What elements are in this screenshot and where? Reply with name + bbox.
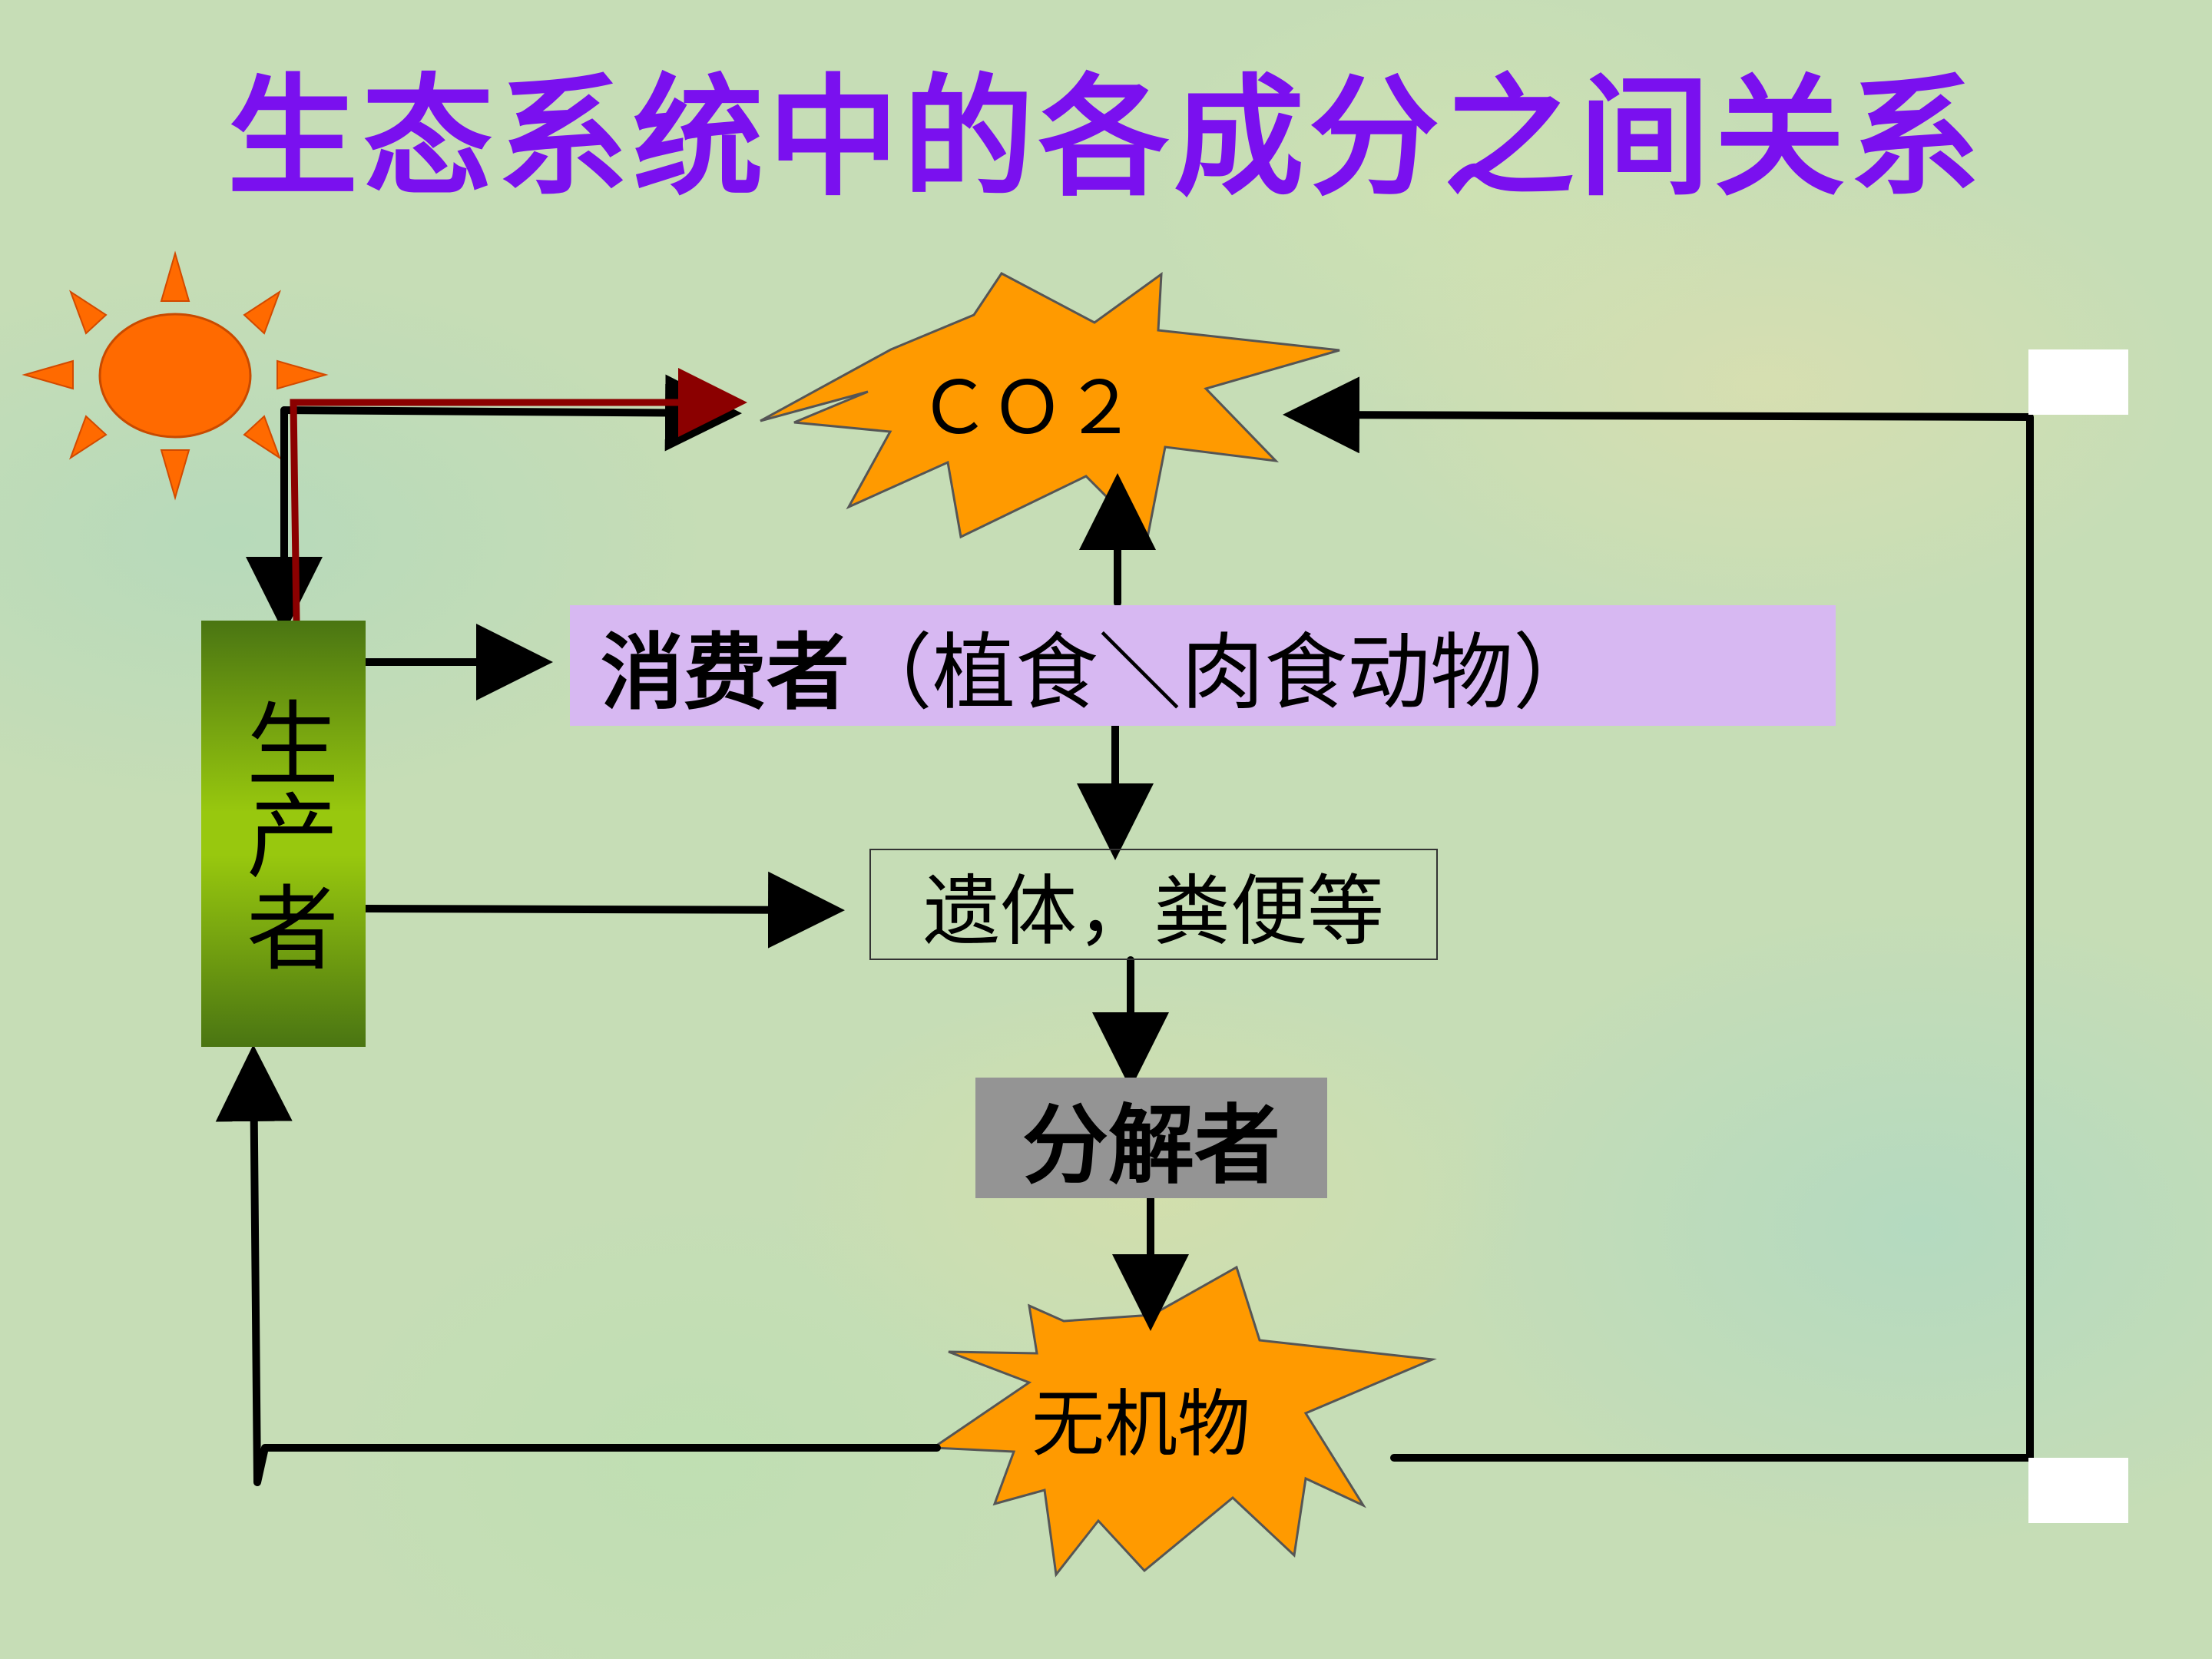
consumer-label: 消费者 [601,624,850,721]
inorganic-burst [929,1265,1437,1578]
page-title: 生态系统中的各成分之间关系 [227,62,1985,214]
consumer-box: 消费者（植食＼肉食动物） [570,605,1836,726]
corner-square-bottom [2028,1458,2128,1523]
inorganic-label: 无机物 [1031,1382,1251,1467]
producer-box: 生产者 [201,621,366,1047]
corner-square-top [2028,349,2128,415]
remains-label: 遗体，粪便等 [923,866,1384,956]
remains-box: 遗体，粪便等 [869,849,1438,960]
decomposer-box: 分解者 [975,1078,1327,1198]
decomposer-label: 分解者 [1022,1095,1280,1196]
consumer-detail: （植食＼肉食动物） [849,624,1597,721]
co2-burst [760,271,1340,541]
sun-icon [22,250,329,501]
co2-label: ＣＯ２ [918,366,1137,451]
producer-label: 生产者 [230,695,337,972]
